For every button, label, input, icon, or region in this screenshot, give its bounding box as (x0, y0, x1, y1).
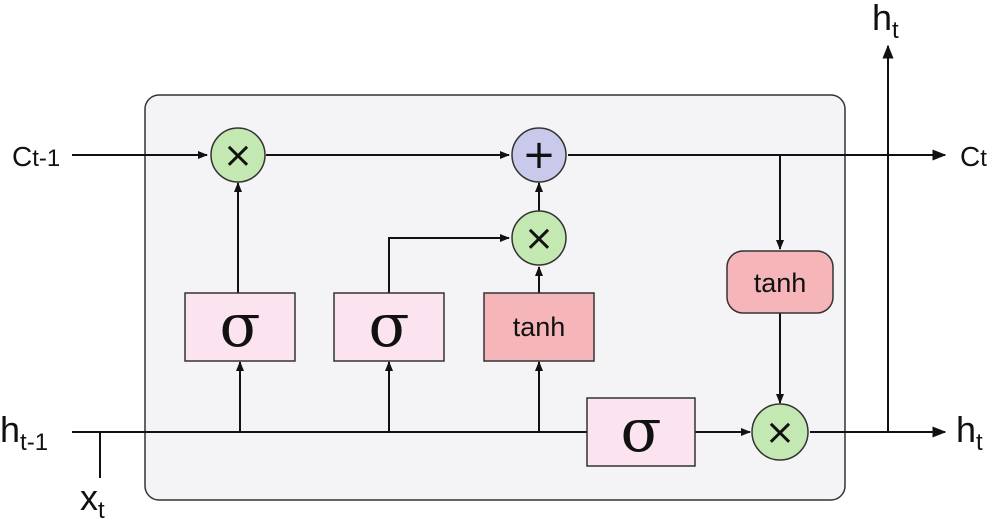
input-gate-sigma: σ (369, 291, 410, 361)
label-h-prev-main: h (0, 409, 20, 450)
candidate-tanh-label: tanh (513, 312, 566, 342)
label-h-next-right-main: h (956, 409, 976, 450)
cell-tanh-box (726, 250, 834, 314)
cell-add-op: + (511, 127, 567, 183)
forget-multiply-op: × (210, 127, 266, 183)
output-multiply-symbol: × (765, 412, 795, 453)
output-gate-box (586, 397, 696, 467)
cell-add-symbol: + (522, 132, 556, 178)
label-h-prev: ht-1 (0, 409, 48, 456)
input-multiply-symbol: × (524, 218, 554, 259)
input-gate-to-mult-line (388, 234, 510, 293)
cell-tanh-label: tanh (754, 268, 807, 298)
label-h-prev-sub: t-1 (20, 429, 48, 456)
forget-multiply-symbol: × (223, 135, 253, 176)
label-c-next-main: C (960, 141, 980, 172)
input-multiply-op: × (511, 210, 567, 266)
input-gate-box (333, 292, 445, 362)
label-x: xt (80, 477, 105, 524)
forget-gate-sigma: σ (220, 291, 261, 361)
label-h-next-top-main: h (872, 0, 892, 38)
label-c-prev-main: C (12, 141, 32, 172)
label-c-next: Ct (960, 141, 987, 172)
label-h-next-right-sub: t (976, 429, 983, 456)
output-gate-sigma: σ (621, 396, 662, 466)
label-h-next-top: ht (872, 0, 899, 44)
label-x-main: x (80, 477, 98, 518)
label-x-sub: t (98, 497, 105, 524)
label-h-next-right: ht (956, 409, 983, 456)
label-c-prev: Ct-1 (12, 141, 60, 172)
forget-gate-box (184, 292, 296, 362)
label-h-next-top-sub: t (892, 17, 899, 44)
output-multiply-op: × (751, 403, 809, 461)
label-c-next-sub: t (980, 145, 987, 172)
label-c-prev-sub: t-1 (32, 145, 60, 172)
candidate-tanh-box (483, 292, 595, 362)
